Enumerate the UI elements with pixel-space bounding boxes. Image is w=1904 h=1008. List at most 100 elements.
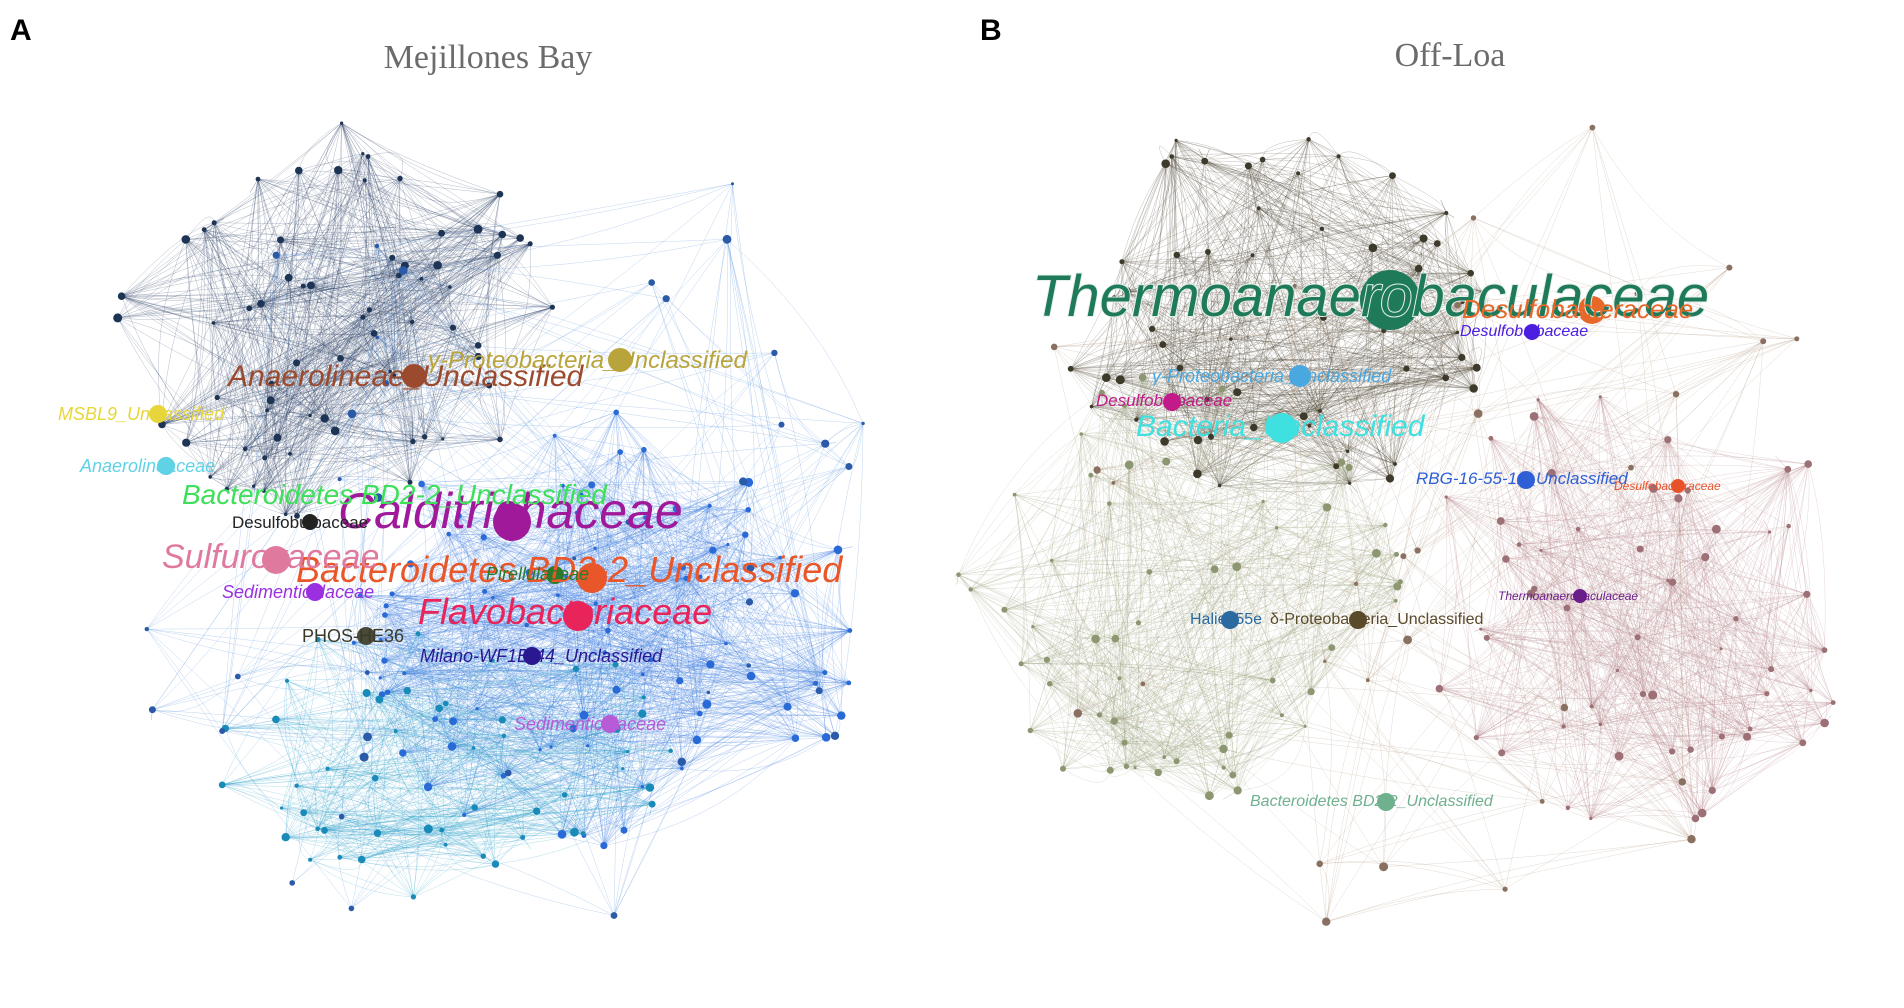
network-node	[968, 587, 973, 592]
network-node	[357, 593, 363, 598]
network-node	[360, 314, 366, 320]
network-node	[280, 806, 284, 810]
network-node	[580, 831, 586, 836]
network-node	[593, 601, 598, 606]
network-node	[1259, 156, 1266, 163]
network-node	[778, 421, 785, 428]
network-node	[1169, 154, 1174, 159]
network-node	[1393, 462, 1397, 466]
network-node	[211, 321, 216, 325]
network-node	[1389, 172, 1396, 180]
network-node	[1697, 808, 1707, 818]
network-node	[778, 555, 782, 560]
network-node	[491, 860, 500, 868]
network-node	[300, 283, 306, 289]
network-node	[612, 661, 619, 668]
network-node	[1444, 495, 1448, 499]
network-node	[593, 546, 597, 550]
network-node	[1201, 157, 1209, 165]
network-node	[1173, 758, 1180, 765]
panel-a-nodes	[113, 121, 865, 919]
network-node	[419, 276, 424, 281]
panel-b: B Off-Loa Thermoanaerobaculaceae Desulfo…	[954, 14, 1836, 926]
network-node	[1050, 343, 1058, 351]
label-sulfurovaceae: Sulfurovaceae	[162, 538, 379, 576]
network-node	[1149, 325, 1156, 332]
network-node	[1674, 494, 1683, 503]
network-node	[956, 572, 961, 577]
network-node	[218, 781, 226, 789]
network-node	[500, 773, 507, 779]
network-node	[392, 373, 397, 378]
network-node	[1135, 620, 1141, 626]
network-node	[1666, 578, 1670, 582]
network-node	[1261, 499, 1265, 504]
network-node	[1176, 364, 1184, 372]
network-node	[388, 369, 392, 374]
network-node	[556, 593, 560, 597]
network-node	[672, 504, 681, 513]
network-node	[462, 812, 467, 818]
network-node	[626, 750, 630, 754]
network-node	[640, 785, 645, 789]
network-node	[561, 792, 568, 798]
network-node	[1383, 522, 1388, 528]
network-node	[771, 349, 778, 357]
network-node	[242, 446, 248, 452]
network-node	[1333, 463, 1340, 470]
network-node	[610, 912, 618, 919]
network-node	[284, 678, 290, 683]
network-node	[1050, 558, 1054, 563]
network-node	[371, 774, 379, 782]
network-node	[830, 731, 840, 740]
network-node	[1303, 724, 1307, 728]
network-node	[1804, 460, 1812, 468]
network-node	[1820, 718, 1829, 728]
network-node	[1102, 373, 1111, 383]
network-node	[524, 622, 529, 628]
network-node	[641, 695, 646, 700]
node-bd2-2-b	[1377, 793, 1395, 811]
network-node	[423, 782, 433, 792]
network-node	[381, 657, 388, 664]
network-node	[407, 479, 413, 485]
network-node	[362, 689, 371, 697]
panel-b-title: Off-Loa	[1395, 37, 1506, 74]
network-node	[1073, 709, 1083, 718]
network-node	[1784, 465, 1792, 473]
label-haliea: Haliea55e	[1190, 611, 1262, 628]
network-node	[813, 680, 819, 686]
network-node	[1473, 409, 1483, 418]
network-node	[1221, 765, 1226, 770]
network-node	[325, 766, 330, 771]
network-node	[1348, 481, 1352, 485]
network-node	[471, 746, 476, 750]
network-node	[422, 434, 428, 440]
network-node	[1111, 634, 1120, 643]
network-node	[266, 396, 275, 405]
network-node	[726, 542, 730, 547]
network-node	[1107, 501, 1112, 506]
network-node	[602, 650, 607, 655]
network-node	[552, 433, 557, 438]
network-node	[1712, 524, 1721, 534]
network-node	[361, 152, 365, 156]
network-node	[383, 380, 390, 387]
label-bd2-2-orange: Bacteroidetes BD2-2_Unclassified	[296, 549, 843, 590]
network-node	[1539, 799, 1545, 804]
network-node	[1225, 731, 1233, 739]
network-node	[265, 408, 269, 413]
label-gamma-proteo-b: γ-Proteobacteria_Unclassified	[1152, 366, 1392, 386]
network-node	[268, 380, 275, 387]
network-node	[308, 413, 312, 418]
network-node	[1639, 691, 1647, 698]
panel-a-letter: A	[10, 14, 32, 47]
network-node	[1079, 432, 1083, 436]
node-rbg	[1517, 471, 1535, 489]
network-node	[1678, 778, 1687, 786]
network-node	[1193, 435, 1203, 445]
network-node	[525, 568, 534, 577]
network-node	[1634, 634, 1641, 641]
network-node	[1664, 436, 1672, 444]
network-node	[1768, 666, 1775, 673]
